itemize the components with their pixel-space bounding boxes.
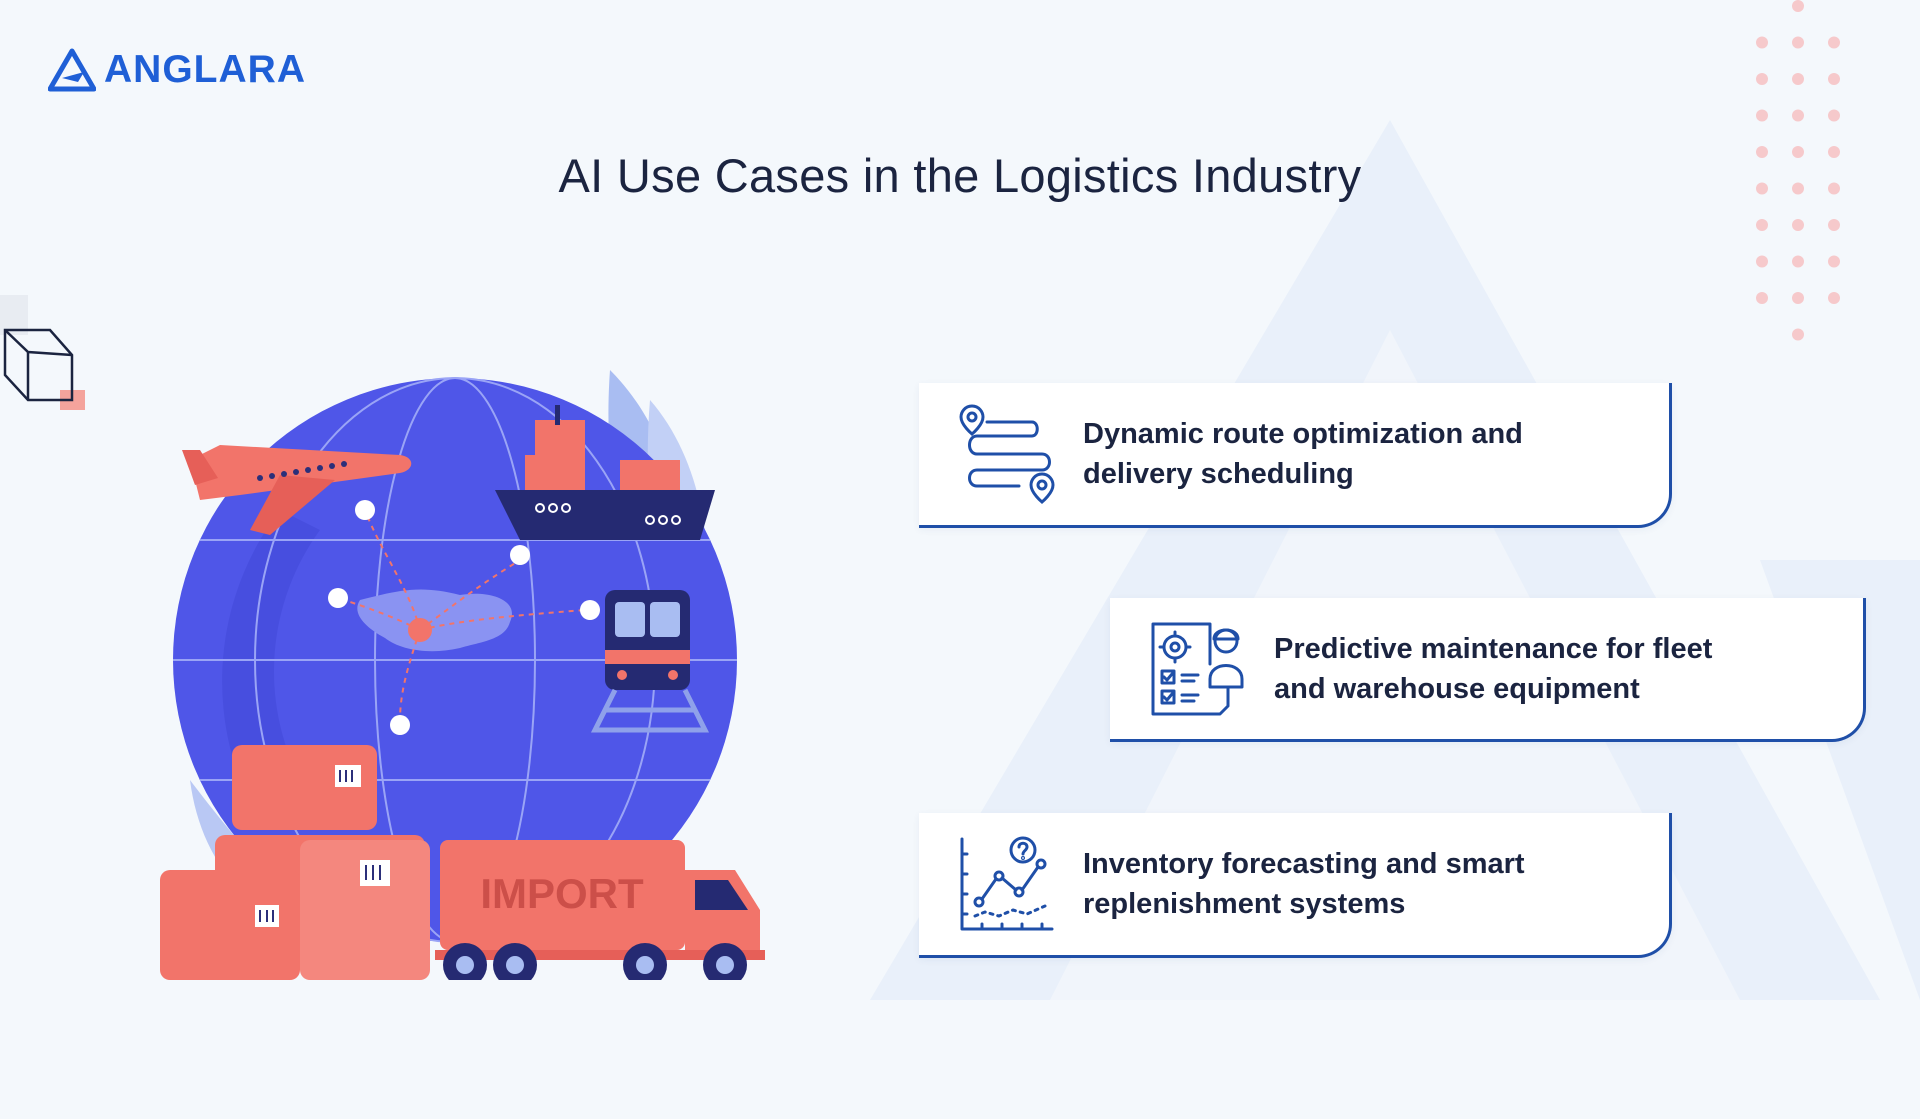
decorative-dot xyxy=(1756,182,1768,195)
decorative-dot xyxy=(1756,292,1768,304)
import-truck-icon: IMPORT xyxy=(435,840,765,980)
route-map-icon xyxy=(959,404,1055,504)
anglara-logo-icon xyxy=(48,48,96,92)
train-icon xyxy=(590,590,710,733)
logistics-illustration: IMPORT xyxy=(160,370,765,980)
use-case-card-route-optimization: Dynamic route optimization and delivery … xyxy=(919,383,1672,528)
decorative-dot xyxy=(1828,109,1840,122)
decorative-dot xyxy=(1828,73,1840,85)
use-case-card-inventory-forecasting: Inventory forecasting and smart replenis… xyxy=(919,813,1672,958)
decorative-dot xyxy=(1792,0,1804,12)
use-case-2-line-1: Predictive maintenance for fleet xyxy=(1274,632,1713,665)
use-case-1-line-1: Dynamic route optimization and xyxy=(1083,418,1523,450)
decorative-dot xyxy=(1792,182,1804,195)
decorative-dot xyxy=(1792,146,1804,158)
decorative-dot xyxy=(1828,292,1840,304)
use-case-card-predictive-maintenance: Predictive maintenance for fleet and war… xyxy=(1110,598,1866,742)
decorative-dot xyxy=(1756,73,1768,85)
decorative-dot xyxy=(1756,255,1768,268)
brand-logo: ANGLARA xyxy=(48,48,306,92)
decorative-dot xyxy=(1828,146,1840,158)
decorative-dots xyxy=(1756,0,1840,341)
use-case-2-line-2: and warehouse equipment xyxy=(1274,672,1640,705)
truck-label: IMPORT xyxy=(480,870,644,917)
decorative-dot xyxy=(1792,255,1804,268)
use-case-1-line-2: delivery scheduling xyxy=(1083,458,1354,490)
airplane-icon xyxy=(182,445,412,535)
decorative-dot xyxy=(1756,109,1768,122)
decorative-dot xyxy=(1828,182,1840,195)
cargo-ship-icon xyxy=(495,405,715,540)
use-case-3-line-1: Inventory forecasting and smart xyxy=(1083,848,1525,880)
decorative-dot xyxy=(1756,219,1768,231)
decorative-dot xyxy=(1792,109,1804,122)
decorative-cube-icon xyxy=(0,295,85,410)
decorative-dot xyxy=(1828,36,1840,49)
decorative-dot xyxy=(1792,36,1804,49)
decorative-dot xyxy=(1792,219,1804,231)
maintenance-checklist-icon xyxy=(1151,622,1244,715)
decorative-dot xyxy=(1792,328,1804,341)
decorative-dot xyxy=(1828,255,1840,268)
decorative-dot xyxy=(1792,73,1804,85)
brand-name: ANGLARA xyxy=(104,48,306,91)
decorative-dot xyxy=(1756,146,1768,158)
use-case-3-line-2: replenishment systems xyxy=(1083,888,1406,920)
decorative-dot xyxy=(1792,292,1804,304)
decorative-dot xyxy=(1828,219,1840,231)
page-title: AI Use Cases in the Logistics Industry xyxy=(558,149,1362,202)
forecast-chart-icon xyxy=(960,836,1054,931)
cargo-boxes-icon xyxy=(160,745,430,980)
decorative-dot xyxy=(1756,36,1768,49)
